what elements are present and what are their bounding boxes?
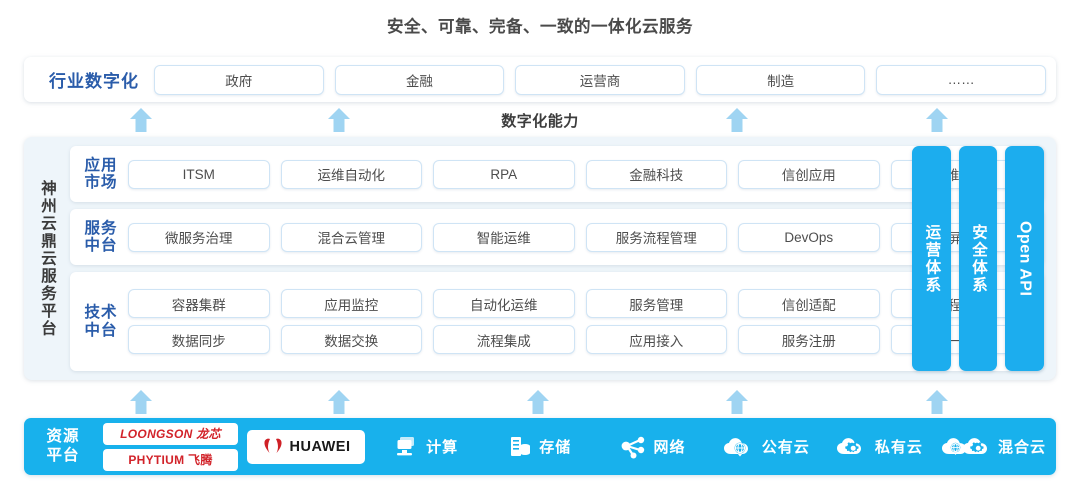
resource-item-private-cloud: 私有云 — [827, 435, 931, 459]
resource-item-private-cloud-label: 私有云 — [874, 439, 923, 456]
huawei-wordmark: HUAWEI — [289, 438, 351, 455]
up-arrow-icon — [525, 388, 551, 414]
industry-item-more[interactable]: …… — [876, 64, 1046, 95]
cloud-service-platform-panel: 神州云鼎云服务平台 应用 市场 ITSM 运维自动化 RPA 金融科技 信创应用… — [24, 137, 1056, 380]
resource-item-storage-label: 存储 — [539, 439, 572, 456]
resource-platform-label: 资源 平台 — [32, 428, 94, 465]
tech-item-xinchuang-adaptation[interactable]: 信创适配 — [738, 289, 880, 318]
layer-label-line2: 中台 — [84, 237, 118, 254]
pillar-operations-system[interactable]: 运营体系 — [912, 146, 951, 371]
chip-vendor-logos: LOONGSON 龙芯 PHYTIUM 飞腾 — [103, 422, 238, 471]
huawei-logo: HUAWEI — [247, 429, 365, 464]
huawei-petal-icon — [263, 438, 282, 453]
layer-app-market-grid: ITSM 运维自动化 RPA 金融科技 信创应用 运维/运营 — [128, 159, 1036, 189]
industry-item-government[interactable]: 政府 — [154, 64, 324, 95]
resource-item-hybrid-cloud: 混合云 — [940, 435, 1046, 459]
private-cloud-icon — [836, 437, 861, 454]
industry-item-manufacturing[interactable]: 制造 — [695, 64, 866, 95]
up-arrow-icon — [724, 106, 750, 132]
tech-item-automated-ops[interactable]: 自动化运维 — [433, 289, 575, 318]
resource-item-public-cloud: 公有云 — [714, 435, 818, 459]
platform-vertical-label-wrap: 神州云鼎云服务平台 — [24, 137, 70, 380]
page-title: 安全、可靠、完备、一致的一体化云服务 — [387, 18, 693, 36]
layer-label-line2: 市场 — [84, 174, 118, 191]
layer-app-market: 应用 市场 ITSM 运维自动化 RPA 金融科技 信创应用 运维/运营 — [70, 146, 1044, 202]
platform-layers: 应用 市场 ITSM 运维自动化 RPA 金融科技 信创应用 运维/运营 — [70, 137, 1056, 380]
resource-label-line1: 资源 — [46, 427, 80, 445]
resource-item-storage: 存储 — [487, 435, 591, 459]
up-arrow-icon — [924, 388, 950, 414]
tech-item-app-monitoring[interactable]: 应用监控 — [280, 289, 422, 318]
layer-service-platform-label: 服务 中台 — [74, 220, 128, 255]
platform-vertical-label: 神州云鼎云服务平台 — [39, 179, 56, 338]
resource-item-hybrid-cloud-label: 混合云 — [998, 439, 1047, 456]
vertical-pillars: 运营体系 安全体系 Open API — [912, 146, 1045, 371]
layer-service-platform: 服务 中台 微服务治理 混合云管理 智能运维 服务流程管理 DevOps 大屏展… — [70, 209, 1044, 265]
app-market-item-xinchuang-app[interactable]: 信创应用 — [738, 159, 880, 189]
layer-row: ITSM 运维自动化 RPA 金融科技 信创应用 运维/运营 — [128, 159, 1032, 189]
compute-icon — [397, 436, 415, 455]
app-market-item-fintech[interactable]: 金融科技 — [585, 159, 727, 189]
storage-icon — [511, 436, 531, 456]
industry-items: 政府 金融 运营商 制造 …… — [154, 64, 1046, 95]
resource-platform-bar: 资源 平台 LOONGSON 龙芯 PHYTIUM 飞腾 HUAWEI 计算 — [24, 418, 1056, 475]
layer-tech-platform: 技术 中台 容器集群 应用监控 自动化运维 服务管理 信创适配 流程引擎 数据同… — [70, 272, 1044, 371]
resource-item-compute-label: 计算 — [426, 439, 459, 456]
loongson-logo: LOONGSON 龙芯 — [103, 422, 238, 445]
app-market-item-itsm[interactable]: ITSM — [128, 159, 270, 189]
up-arrow-icon — [128, 106, 154, 132]
layer-label-line1: 服务 — [84, 219, 118, 237]
tech-item-app-access[interactable]: 应用接入 — [585, 325, 727, 354]
pillar-operations-system-label: 运营体系 — [923, 223, 941, 294]
layer-row: 数据同步 数据交换 流程集成 应用接入 服务注册 统一认证 — [128, 325, 1032, 354]
tech-item-process-integration[interactable]: 流程集成 — [433, 325, 575, 354]
industry-item-operator[interactable]: 运营商 — [515, 64, 685, 95]
layer-row: 容器集群 应用监控 自动化运维 服务管理 信创适配 流程引擎 — [128, 289, 1032, 318]
service-item-hybrid-cloud-mgmt[interactable]: 混合云管理 — [280, 222, 422, 252]
resource-item-network-label: 网络 — [653, 439, 686, 456]
digital-capability-label: 数字化能力 — [501, 113, 579, 130]
app-market-item-rpa[interactable]: RPA — [433, 159, 575, 189]
network-icon — [621, 436, 644, 458]
resource-item-compute: 计算 — [374, 435, 478, 459]
public-cloud-icon — [723, 437, 748, 456]
layer-row: 微服务治理 混合云管理 智能运维 服务流程管理 DevOps 大屏展示 — [128, 222, 1032, 252]
industry-row-label: 行业数字化 — [49, 72, 139, 91]
industry-item-finance[interactable]: 金融 — [334, 64, 505, 95]
layer-label-line2: 中台 — [84, 321, 118, 339]
service-item-service-process-mgmt[interactable]: 服务流程管理 — [585, 222, 727, 252]
up-arrow-icon — [924, 106, 950, 132]
resource-item-public-cloud-label: 公有云 — [761, 439, 810, 456]
pillar-security-system-label: 安全体系 — [970, 223, 987, 294]
pillar-open-api[interactable]: Open API — [1005, 146, 1045, 371]
tech-item-data-sync[interactable]: 数据同步 — [128, 325, 270, 354]
up-arrow-icon — [724, 388, 750, 414]
resource-item-network: 网络 — [600, 435, 704, 459]
tech-item-data-exchange[interactable]: 数据交换 — [280, 325, 422, 354]
up-arrow-icon — [128, 388, 154, 414]
pillar-security-system[interactable]: 安全体系 — [958, 146, 998, 371]
service-item-intelligent-ops[interactable]: 智能运维 — [433, 222, 575, 252]
up-arrow-icon — [326, 106, 352, 132]
pillar-open-api-label: Open API — [1016, 220, 1034, 297]
layer-label-line1: 应用 — [84, 156, 118, 174]
up-arrow-icon — [326, 388, 352, 414]
tech-item-service-registry[interactable]: 服务注册 — [738, 325, 880, 354]
industry-digitalization-row: 行业数字化 政府 金融 运营商 制造 …… — [24, 57, 1056, 102]
service-item-microservice-governance[interactable]: 微服务治理 — [128, 222, 270, 252]
layer-tech-platform-label: 技术 中台 — [74, 304, 128, 339]
service-item-devops[interactable]: DevOps — [738, 222, 880, 252]
phytium-logo: PHYTIUM 飞腾 — [103, 448, 238, 471]
resource-label-line2: 平台 — [46, 446, 80, 464]
hybrid-cloud-icon — [942, 437, 988, 455]
layer-label-line1: 技术 — [84, 304, 118, 322]
layer-app-market-label: 应用 市场 — [74, 157, 128, 192]
layer-service-platform-grid: 微服务治理 混合云管理 智能运维 服务流程管理 DevOps 大屏展示 — [128, 222, 1036, 252]
tech-item-container-cluster[interactable]: 容器集群 — [128, 289, 270, 318]
layer-tech-platform-grid: 容器集群 应用监控 自动化运维 服务管理 信创适配 流程引擎 数据同步 数据交换… — [128, 289, 1036, 354]
tech-item-service-mgmt[interactable]: 服务管理 — [585, 289, 727, 318]
app-market-item-ops-automation[interactable]: 运维自动化 — [280, 159, 422, 189]
